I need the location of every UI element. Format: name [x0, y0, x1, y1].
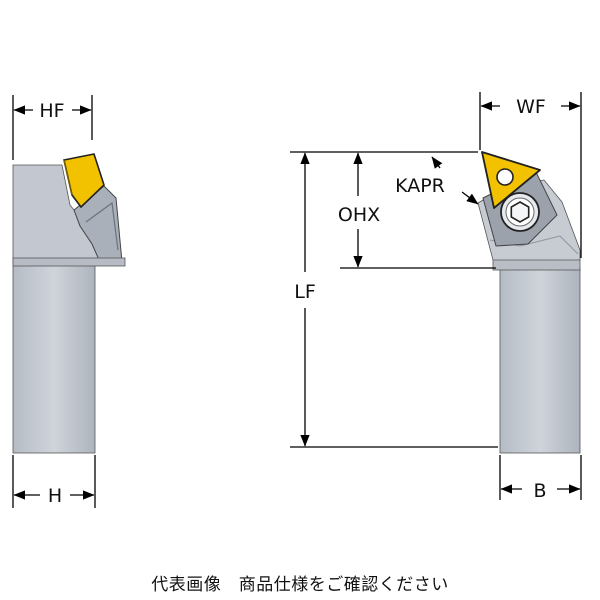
kapr-label: KAPR [395, 175, 445, 197]
side-view [12, 153, 126, 454]
h-label: H [48, 485, 62, 507]
hf-label: HF [39, 100, 64, 122]
b-dimension: B [499, 455, 582, 502]
hf-dimension: HF [12, 95, 93, 160]
wf-label: WF [516, 96, 546, 118]
kapr-annotation: KAPR [395, 156, 479, 205]
ohx-label: OHX [338, 204, 380, 226]
h-dimension: H [12, 455, 96, 508]
top-view [477, 151, 581, 454]
caption: 代表画像 商品仕様をご確認ください [151, 575, 449, 595]
side-view-shank [12, 259, 96, 454]
lf-dimension: LF [294, 152, 316, 447]
b-label: B [533, 480, 546, 502]
wf-dimension: WF [479, 92, 582, 258]
top-view-shank [499, 267, 581, 454]
ohx-dimension: OHX [338, 152, 380, 268]
lf-label: LF [294, 281, 316, 303]
